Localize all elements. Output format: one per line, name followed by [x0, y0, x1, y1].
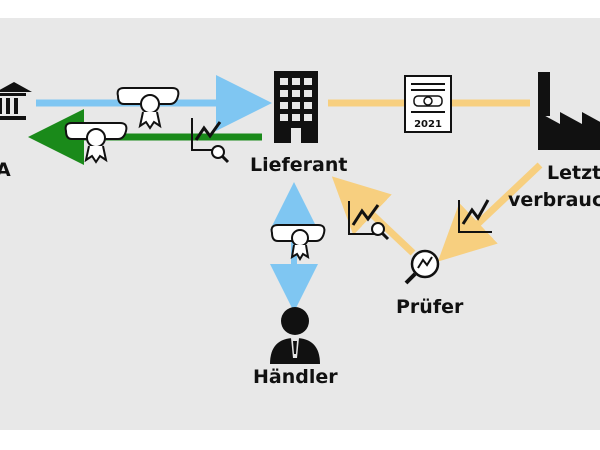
chart-magnifier-icon	[191, 118, 230, 164]
factory-icon	[538, 72, 600, 150]
consumer-label-line1: Letzt	[547, 162, 600, 184]
certificate-icon-dealer	[270, 224, 326, 261]
document-icon: 2021	[404, 75, 452, 133]
document-year: 2021	[414, 119, 442, 130]
consumer-label-line2: verbrauc	[508, 189, 600, 211]
bank-icon	[0, 82, 32, 120]
chart-icon	[458, 199, 492, 233]
building-icon	[274, 71, 318, 143]
chart-magnifier-icon-auditor	[348, 201, 390, 241]
certificate-icon	[116, 87, 180, 130]
magnifier-chart-icon	[404, 249, 440, 285]
authority-label: A	[0, 159, 11, 181]
arrow-consumer-to-auditor	[437, 162, 543, 262]
certificate-icon-return	[64, 122, 128, 164]
dealer-label: Händler	[253, 366, 338, 388]
person-icon	[270, 307, 320, 364]
arrow-auditor-to-supplier	[331, 176, 416, 256]
supplier-label: Lieferant	[250, 154, 348, 176]
auditor-label: Prüfer	[396, 296, 464, 318]
